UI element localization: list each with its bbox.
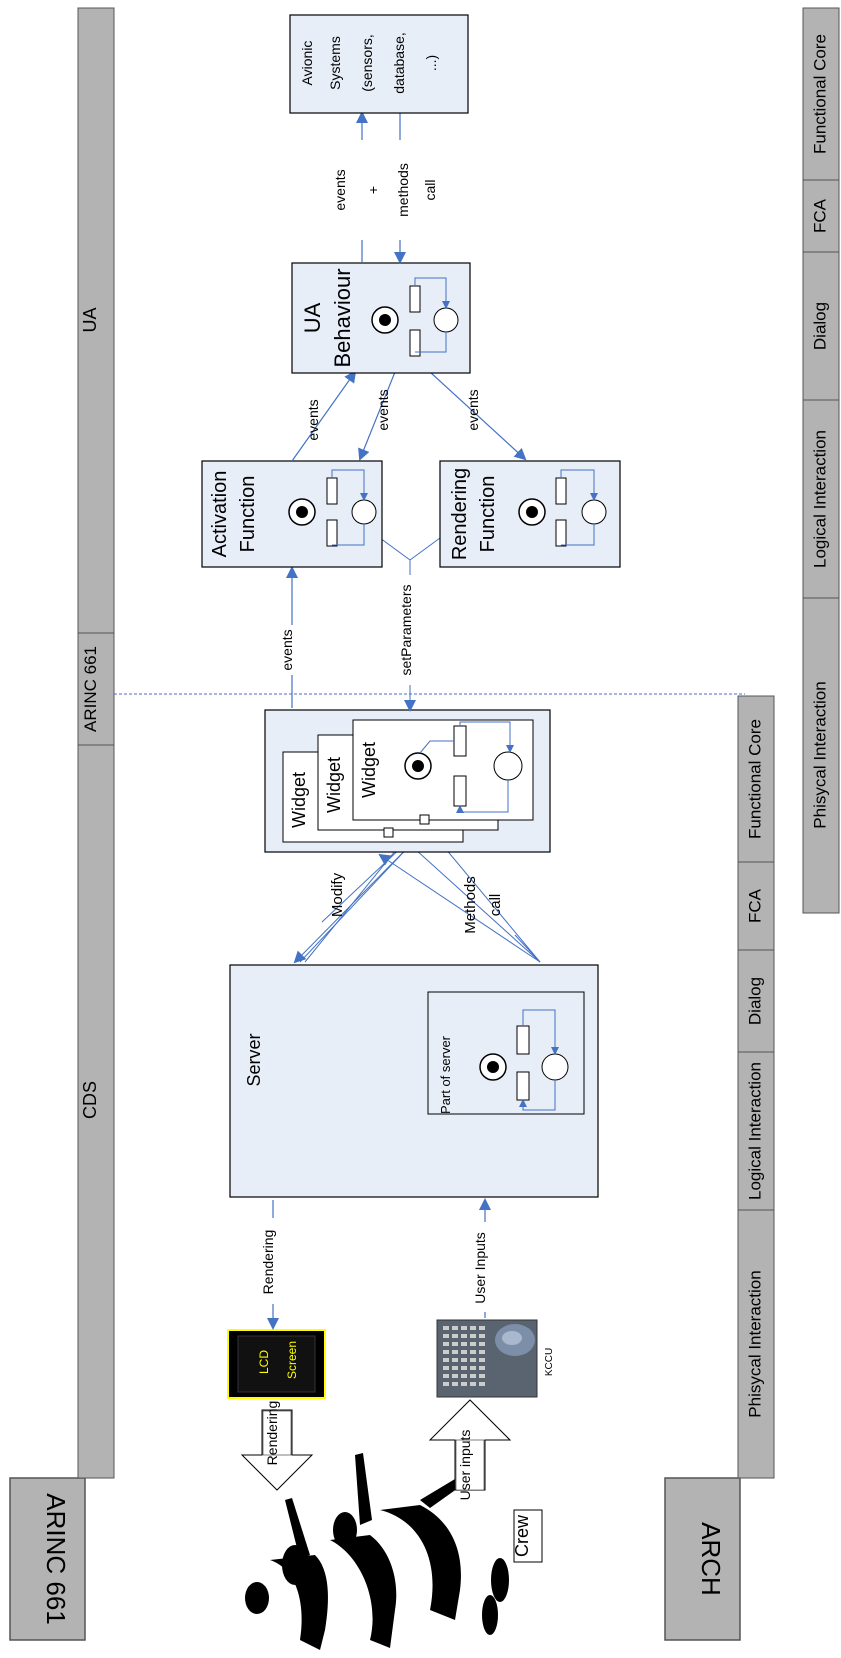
cds-label: CDS bbox=[80, 1081, 100, 1119]
arch-bar-bottom: Phisycal Interaction Logical Interaction D… bbox=[737, 695, 775, 1479]
svg-text:Screen: Screen bbox=[285, 1341, 299, 1379]
lcd-screen: LCD Screen bbox=[227, 1329, 326, 1399]
kccu-label: KCCU bbox=[544, 1348, 555, 1376]
events-methods-label-2: + bbox=[365, 186, 381, 194]
arch-bottom-segment-label: FCA bbox=[745, 888, 764, 923]
svg-text:Server: Server bbox=[244, 1033, 264, 1086]
svg-text:Widget: Widget bbox=[324, 757, 344, 813]
events-methods-label-3: methods bbox=[395, 163, 411, 217]
arch-right-segment-label: FCA bbox=[810, 198, 829, 233]
svg-text:...): ...) bbox=[423, 55, 439, 71]
svg-text:User inputs: User inputs bbox=[457, 1430, 473, 1501]
events-label-4: events bbox=[465, 389, 481, 430]
arch-bottom-segment-label: Logical Interaction bbox=[745, 1062, 764, 1200]
svg-text:Widget: Widget bbox=[359, 742, 379, 798]
methods-label: Methods bbox=[462, 876, 479, 934]
events-arrow-3 bbox=[358, 371, 396, 461]
user-inputs-hollow-arrow: User inputs bbox=[428, 1399, 512, 1501]
rendering-function-box: Rendering Function bbox=[439, 460, 621, 568]
modify-label: Modify bbox=[329, 872, 346, 917]
events-label-3: events bbox=[375, 389, 391, 430]
events-arrow-2 bbox=[291, 370, 357, 462]
arch-right-segment-label: Dialog bbox=[810, 302, 829, 350]
svg-text:Rendering: Rendering bbox=[449, 468, 471, 560]
arch-right-segment-label: Logical Interaction bbox=[810, 430, 829, 568]
arch-bar-right: Phisycal Interaction Logical Interaction D… bbox=[802, 7, 840, 914]
svg-text:Part of server: Part of server bbox=[438, 1035, 453, 1114]
rendering-arrow-label: Rendering bbox=[260, 1230, 276, 1295]
arch-bottom-segment-label: Dialog bbox=[745, 977, 764, 1025]
activation-function-box: Activation Function bbox=[201, 460, 383, 568]
widget-stack: Widget Widget Widget bbox=[264, 709, 551, 853]
events-label-2: events bbox=[305, 399, 321, 440]
events-methods-label-1: events bbox=[332, 169, 348, 210]
svg-text:UA: UA bbox=[300, 302, 325, 333]
events-label-1: events bbox=[279, 629, 295, 670]
svg-text:(sensors,: (sensors, bbox=[359, 34, 375, 92]
arinc-label: ARINC 661 bbox=[81, 646, 100, 732]
ua-label: UA bbox=[80, 307, 100, 332]
crew-figures bbox=[245, 1453, 509, 1650]
svg-text:Function: Function bbox=[237, 476, 259, 553]
set-parameters-label: setParameters bbox=[398, 584, 414, 675]
call-label: call bbox=[487, 894, 504, 917]
svg-text:Function: Function bbox=[477, 476, 499, 553]
arch-bottom-segment-label: Functional Core bbox=[745, 719, 764, 839]
crew-box bbox=[513, 1509, 543, 1563]
server-box: Server Part of server bbox=[229, 964, 599, 1198]
events-methods-label-4: call bbox=[422, 179, 438, 200]
svg-text:database,: database, bbox=[391, 32, 407, 94]
arch-right-segment-label: Phisycal Interaction bbox=[810, 681, 829, 828]
events-arrow-4 bbox=[429, 371, 527, 461]
arch-bottom-segment-label: Phisycal Interaction bbox=[745, 1270, 764, 1417]
svg-text:Avionic: Avionic bbox=[299, 41, 315, 86]
ua-behaviour-box: UA Behaviour bbox=[291, 262, 471, 374]
svg-text:Rendering: Rendering bbox=[264, 1401, 280, 1466]
kccu-device bbox=[436, 1319, 538, 1398]
arch-block: ARCH bbox=[664, 1477, 741, 1641]
svg-text:Behaviour: Behaviour bbox=[330, 268, 355, 367]
arch-right-segment-label: Functional Core bbox=[810, 34, 829, 154]
svg-text:ARCH: ARCH bbox=[696, 1522, 726, 1596]
svg-text:LCD: LCD bbox=[257, 1350, 271, 1374]
system-bar: CDS ARINC 661 UA bbox=[77, 7, 115, 1479]
user-inputs-arrow-label: User Inputs bbox=[472, 1232, 488, 1304]
rendering-hollow-arrow: Rendering bbox=[240, 1401, 314, 1491]
svg-text:ARINC 661: ARINC 661 bbox=[41, 1493, 71, 1625]
avionic-systems-box: Avionic Systems (sensors, database, ...) bbox=[289, 14, 469, 114]
svg-text:Widget: Widget bbox=[289, 772, 309, 828]
arinc-661-block: ARINC 661 bbox=[9, 1477, 86, 1641]
crew-label: Crew bbox=[512, 1514, 532, 1557]
svg-text:Systems: Systems bbox=[327, 36, 343, 90]
svg-text:Activation: Activation bbox=[209, 471, 231, 558]
